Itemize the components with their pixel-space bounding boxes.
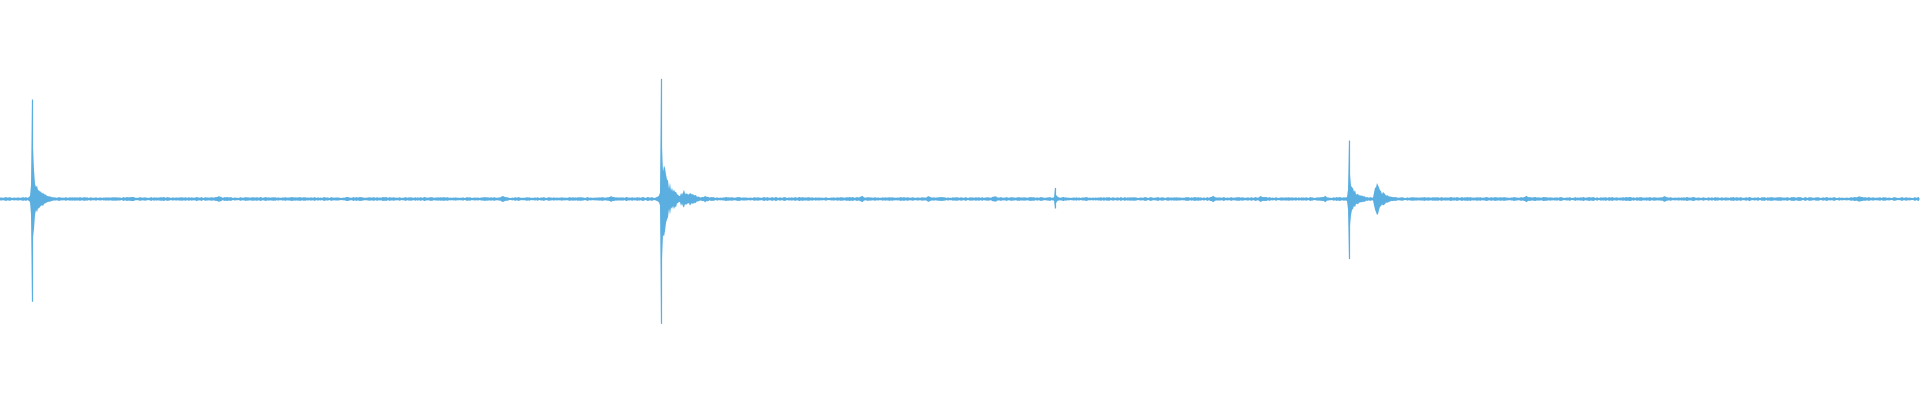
audio-waveform (0, 78, 1920, 325)
waveform-envelope (0, 78, 1919, 325)
